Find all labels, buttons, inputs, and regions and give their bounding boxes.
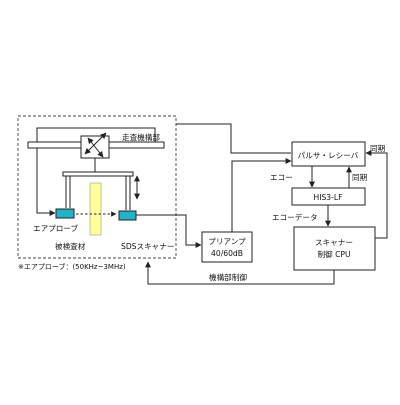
air-probe-label: エアプローブ xyxy=(33,223,79,233)
his3-label: HIS3-LF xyxy=(314,193,343,202)
pulser-to-probe-wire xyxy=(176,123,291,154)
cpu-to-pulser-sync xyxy=(365,150,388,239)
preamp-box xyxy=(201,231,253,263)
pulser-receiver-label: パルサ・レシーバ xyxy=(298,151,359,160)
xy-motion-arrow-2 xyxy=(87,137,104,158)
sync-label-right: 同期 xyxy=(370,144,386,153)
probe-wire-left xyxy=(36,148,56,216)
air-probe-left xyxy=(55,208,75,219)
pulser-receiver-box xyxy=(291,141,366,167)
scanner-cpu-box xyxy=(293,226,376,271)
mech-control-label: 機構部制御 xyxy=(209,272,247,282)
sds-scanner-label: SDSスキャナー xyxy=(121,242,174,251)
scanner-cpu-label-2: 制御 CPU xyxy=(317,249,350,259)
echo-label: エコー xyxy=(270,173,293,182)
preamp-to-pulser-wire xyxy=(231,158,292,232)
probe-support xyxy=(62,158,134,210)
preamp-label-1: プリアンプ xyxy=(208,237,246,246)
sync-label-middle: 同期 xyxy=(352,173,368,182)
test-material-label: 被検査材 xyxy=(55,241,86,251)
probe-to-preamp-wire xyxy=(136,214,202,248)
echo-data-label: エコーデータ xyxy=(272,212,318,222)
scan-mechanism-label: 走査機構部 xyxy=(122,132,160,142)
scanner-cpu-label-1: スキャナー xyxy=(315,238,353,247)
mech-control-wire xyxy=(145,261,335,285)
probe-note: ※エアプローブ：(50KHz~3MHz) xyxy=(18,262,126,271)
test-material xyxy=(89,182,102,236)
preamp-label-2: 40/60dB xyxy=(211,249,243,258)
air-probe-right xyxy=(118,210,137,221)
